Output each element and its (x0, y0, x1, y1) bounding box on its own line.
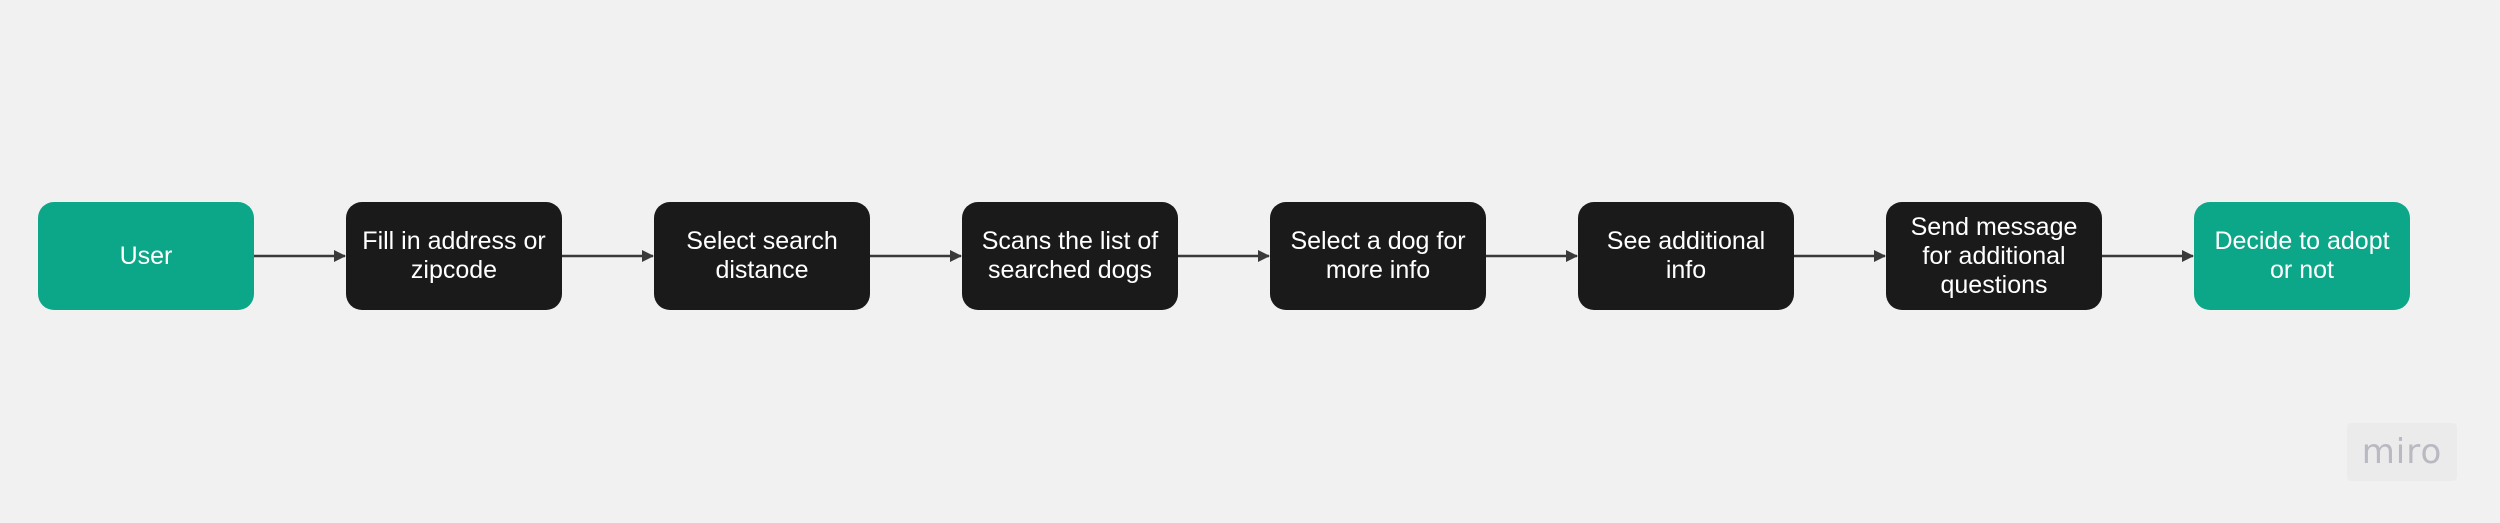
node-label: See additional info (1606, 227, 1766, 284)
node-user[interactable]: User (38, 202, 254, 310)
miro-wordmark: miro (2361, 432, 2443, 472)
node-select-dog[interactable]: Select a dog for more info (1270, 202, 1486, 310)
node-fill-address[interactable]: Fill in address or zipcode (346, 202, 562, 310)
node-label: Select a dog for more info (1290, 227, 1466, 284)
node-select-distance[interactable]: Select search distance (654, 202, 870, 310)
node-send-message[interactable]: Send message for additional questions (1886, 202, 2102, 310)
node-label: Decide to adopt or not (2214, 227, 2390, 284)
node-decide[interactable]: Decide to adopt or not (2194, 202, 2410, 310)
node-label: Select search distance (686, 227, 838, 284)
node-scan-list[interactable]: Scans the list of searched dogs (962, 202, 1178, 310)
node-see-info[interactable]: See additional info (1578, 202, 1794, 310)
node-label: Fill in address or zipcode (362, 227, 546, 284)
node-label: User (119, 241, 173, 270)
node-label: Send message for additional questions (1910, 212, 2078, 299)
miro-logo: miro (2347, 423, 2457, 481)
node-label: Scans the list of searched dogs (981, 227, 1159, 284)
